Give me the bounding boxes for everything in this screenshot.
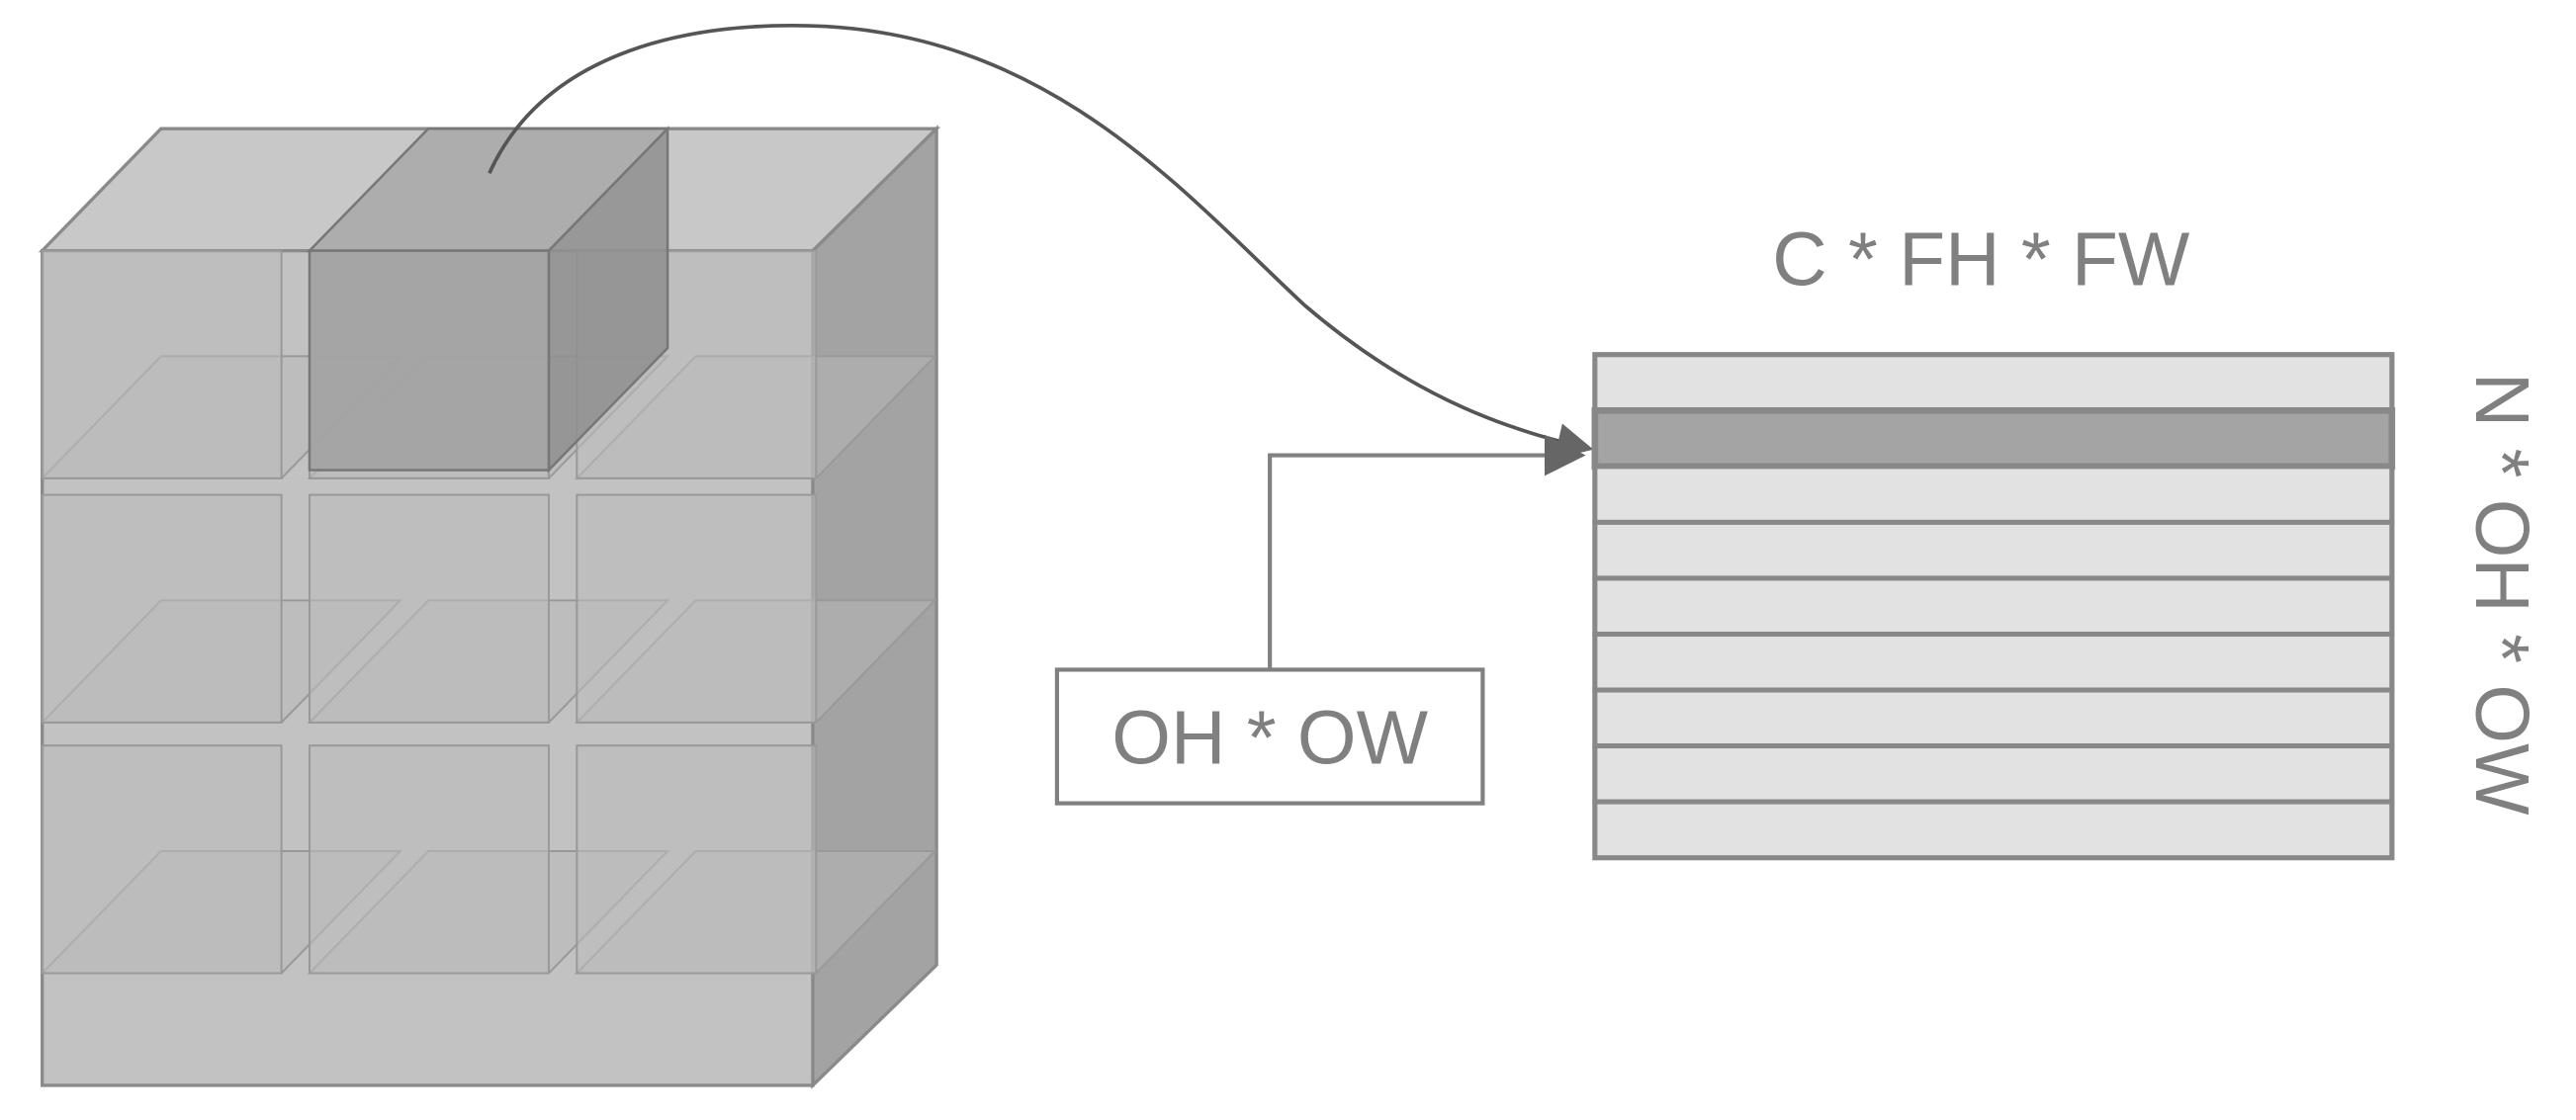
output-connector-arrow [1268, 434, 1586, 670]
mapping-curve-arrow [488, 24, 1594, 460]
matrix-row [1592, 631, 2395, 693]
grid-cell [41, 493, 283, 724]
matrix-row [1592, 352, 2395, 413]
grid-cell [576, 744, 818, 975]
matrix-row [1592, 464, 2395, 525]
matrix-row [1592, 799, 2395, 861]
matrix-row [1592, 575, 2395, 637]
input-tensor [38, 125, 941, 1089]
output-box [1054, 667, 1485, 806]
output-box-label: OH * OW [1111, 697, 1428, 781]
grid-cell [41, 744, 283, 975]
filter-window-cube [307, 126, 671, 474]
matrix-columns-label: C * FH * FW [1772, 218, 2190, 302]
matrix-row [1592, 519, 2395, 581]
grid-cell [309, 744, 550, 975]
grid-cell [41, 249, 283, 479]
matrix-row-highlighted [1591, 406, 2396, 471]
matrix-rows-label: N * OH * OW [2459, 373, 2543, 816]
grid-cell [309, 493, 550, 724]
matrix-row [1592, 687, 2395, 749]
im2col-matrix [1591, 352, 2396, 861]
matrix-row [1592, 743, 2395, 805]
grid-cell [576, 493, 818, 724]
